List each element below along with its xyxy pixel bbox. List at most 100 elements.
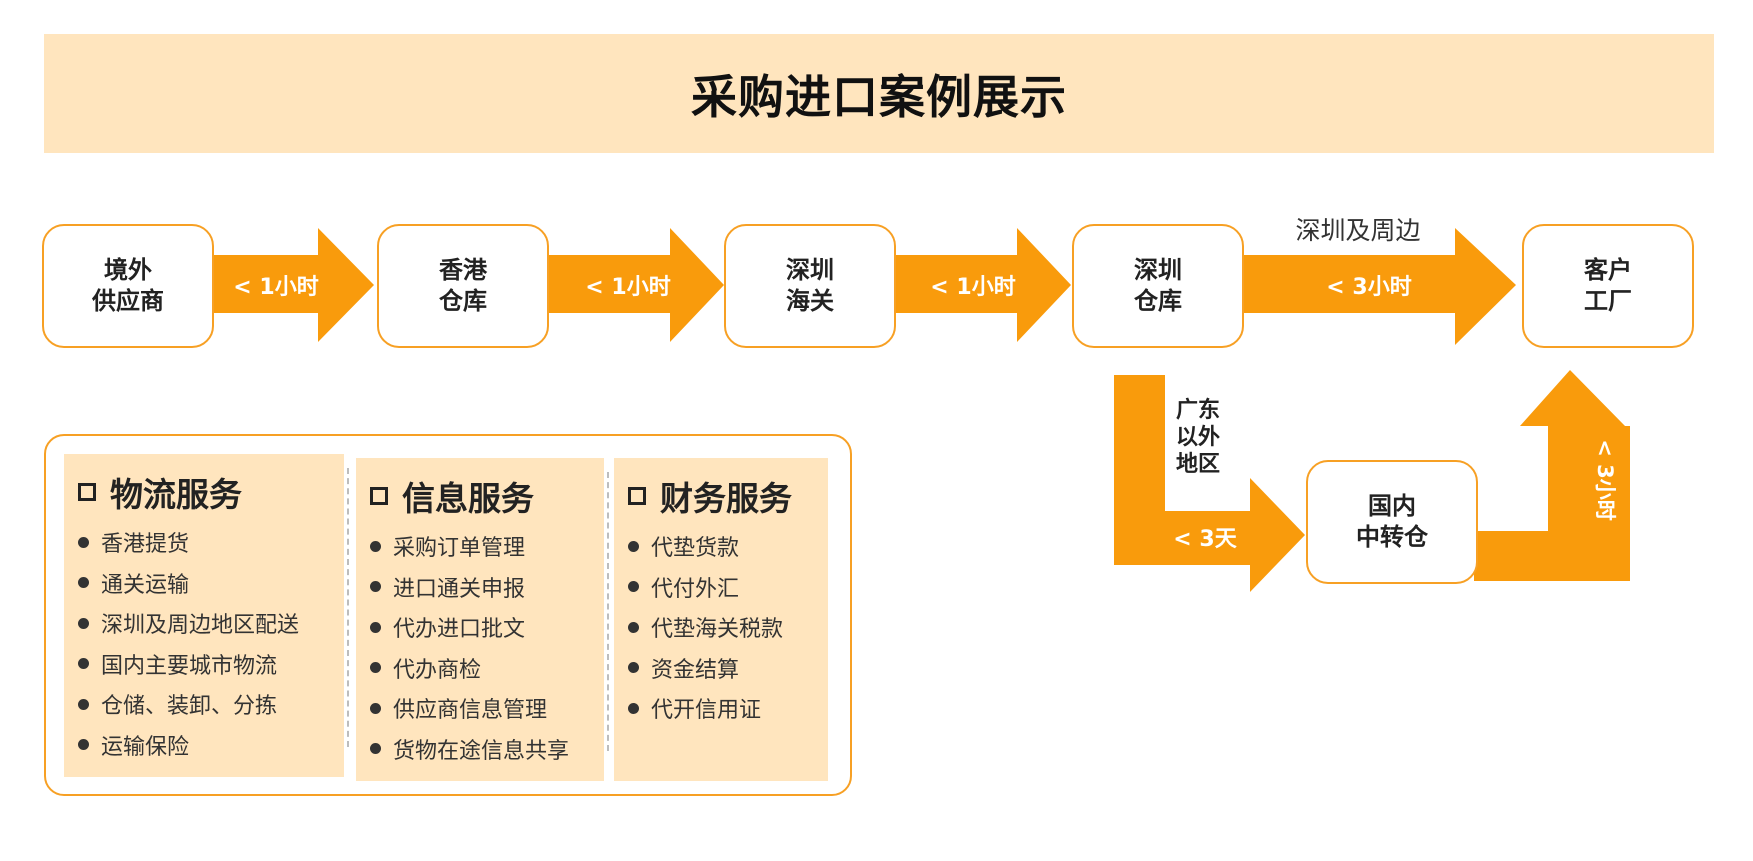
region-line: 地区 (1175, 452, 1220, 477)
arrow-transit-to-factory (1474, 370, 1632, 581)
list-item-text: 代付外汇 (651, 576, 740, 602)
list-item-text: 代开信用证 (651, 698, 762, 724)
list-item: 采购订单管理 (370, 526, 594, 567)
service-list: 代垫货款 代付外汇 代垫海关税款 资金结算 代开信用证 (628, 526, 818, 729)
arrow-supplier-to-hk (212, 228, 374, 342)
arrow-label-a4: < 3小时 (1326, 275, 1412, 300)
node-sz-warehouse: 深圳 仓库 (1072, 224, 1244, 348)
bullet-icon (78, 698, 89, 710)
service-title-text: 信息服务 (402, 479, 534, 518)
node-line: 中转仓 (1356, 523, 1428, 551)
node-line: 仓库 (439, 287, 487, 315)
bullet-icon (78, 536, 89, 548)
list-item: 代办进口批文 (370, 607, 594, 648)
arrow-label-a2: < 1小时 (585, 275, 671, 300)
arrow-label-a3: < 1小时 (930, 275, 1016, 300)
list-item: 货物在途信息共享 (370, 729, 594, 770)
bullet-icon (78, 658, 89, 670)
bullet-icon (370, 621, 381, 633)
service-title: 财务服务 (628, 472, 818, 520)
list-item-text: 深圳及周边地区配送 (101, 613, 300, 639)
arrow-szwarehouse-to-factory (1244, 228, 1516, 345)
node-sz-customs: 深圳 海关 (724, 224, 896, 348)
list-item-text: 资金结算 (651, 657, 740, 683)
list-item: 国内主要城市物流 (78, 644, 334, 685)
list-item: 仓储、装卸、分拣 (78, 684, 334, 725)
service-title: 物流服务 (78, 468, 334, 516)
bullet-icon (370, 662, 381, 674)
list-item: 深圳及周边地区配送 (78, 603, 334, 644)
list-item-text: 通关运输 (101, 572, 190, 598)
node-line: 境外 (104, 256, 152, 284)
region-line: 以外 (1175, 425, 1220, 450)
list-item-text: 香港提货 (101, 532, 190, 558)
bullet-icon (628, 540, 639, 552)
bullet-icon (628, 621, 639, 633)
arrow-label-a1: < 1小时 (233, 275, 319, 300)
node-line: 香港 (439, 256, 487, 284)
node-line: 工厂 (1584, 287, 1632, 315)
service-title-text: 物流服务 (110, 475, 242, 514)
service-list: 香港提货 通关运输 深圳及周边地区配送 国内主要城市物流 仓储、装卸、分拣 运输… (78, 522, 334, 765)
list-item-text: 代垫货款 (651, 536, 740, 562)
list-item: 代垫海关税款 (628, 607, 818, 648)
node-line: 深圳 (1134, 256, 1182, 284)
bullet-icon (370, 581, 381, 593)
bullet-icon (370, 743, 381, 755)
service-column-finance: 财务服务 代垫货款 代付外汇 代垫海关税款 资金结算 代开信用证 (614, 458, 828, 781)
service-column-information: 信息服务 采购订单管理 进口通关申报 代办进口批文 代办商检 供应商信息管理 货… (356, 458, 609, 781)
list-item: 代付外汇 (628, 567, 818, 608)
bullet-icon (78, 617, 89, 629)
service-title: 信息服务 (370, 472, 594, 520)
service-list: 采购订单管理 进口通关申报 代办进口批文 代办商检 供应商信息管理 货物在途信息… (370, 526, 594, 769)
checkbox-square-icon (78, 483, 96, 501)
bullet-icon (628, 581, 639, 593)
arrow-caption-nearby: 深圳及周边 (1295, 216, 1421, 245)
arrow-hk-to-customs (548, 228, 724, 342)
list-item-text: 采购订单管理 (393, 536, 526, 562)
bullet-icon (370, 540, 381, 552)
checkbox-square-icon (370, 487, 388, 505)
list-item-text: 货物在途信息共享 (393, 738, 570, 764)
node-line: 客户 (1584, 256, 1632, 284)
node-hk-warehouse: 香港 仓库 (377, 224, 549, 348)
node-line: 国内 (1368, 492, 1416, 520)
page-title: 采购进口案例展示 (691, 69, 1067, 124)
bullet-icon (78, 739, 89, 751)
list-item: 代开信用证 (628, 688, 818, 729)
node-line: 仓库 (1134, 287, 1182, 315)
arrow-customs-to-szwarehouse (895, 228, 1071, 342)
list-item: 香港提货 (78, 522, 334, 563)
arrow-szwarehouse-to-transit (1114, 375, 1305, 592)
list-item-text: 进口通关申报 (393, 576, 526, 602)
list-item-text: 供应商信息管理 (393, 698, 548, 724)
bullet-icon (628, 702, 639, 714)
checkbox-square-icon (628, 487, 646, 505)
list-item-text: 代垫海关税款 (651, 617, 784, 643)
list-item: 供应商信息管理 (370, 688, 594, 729)
region-label: 广东 以外 地区 (1172, 397, 1224, 478)
bullet-icon (78, 577, 89, 589)
node-overseas-supplier: 境外 供应商 (42, 224, 214, 348)
list-item-text: 代办进口批文 (393, 617, 526, 643)
list-item: 代办商检 (370, 648, 594, 689)
list-item-text: 国内主要城市物流 (101, 653, 278, 679)
list-item: 通关运输 (78, 563, 334, 604)
list-item: 运输保险 (78, 725, 334, 766)
node-line: 深圳 (786, 256, 834, 284)
node-customer-factory: 客户 工厂 (1522, 224, 1694, 348)
list-item-text: 运输保险 (101, 734, 190, 760)
list-item-text: 代办商检 (393, 657, 482, 683)
node-line: 供应商 (92, 287, 164, 315)
service-column-logistics: 物流服务 香港提货 通关运输 深圳及周边地区配送 国内主要城市物流 仓储、装卸、… (64, 454, 349, 777)
list-item: 代垫货款 (628, 526, 818, 567)
node-line: 海关 (786, 287, 834, 315)
bullet-icon (628, 662, 639, 674)
region-line: 广东 (1175, 398, 1220, 423)
bullet-icon (370, 702, 381, 714)
list-item: 资金结算 (628, 648, 818, 689)
node-domestic-transit: 国内 中转仓 (1306, 460, 1478, 584)
arrow-label-up-time: < 3小时 (1593, 439, 1617, 521)
list-item-text: 仓储、装卸、分拣 (101, 694, 278, 720)
